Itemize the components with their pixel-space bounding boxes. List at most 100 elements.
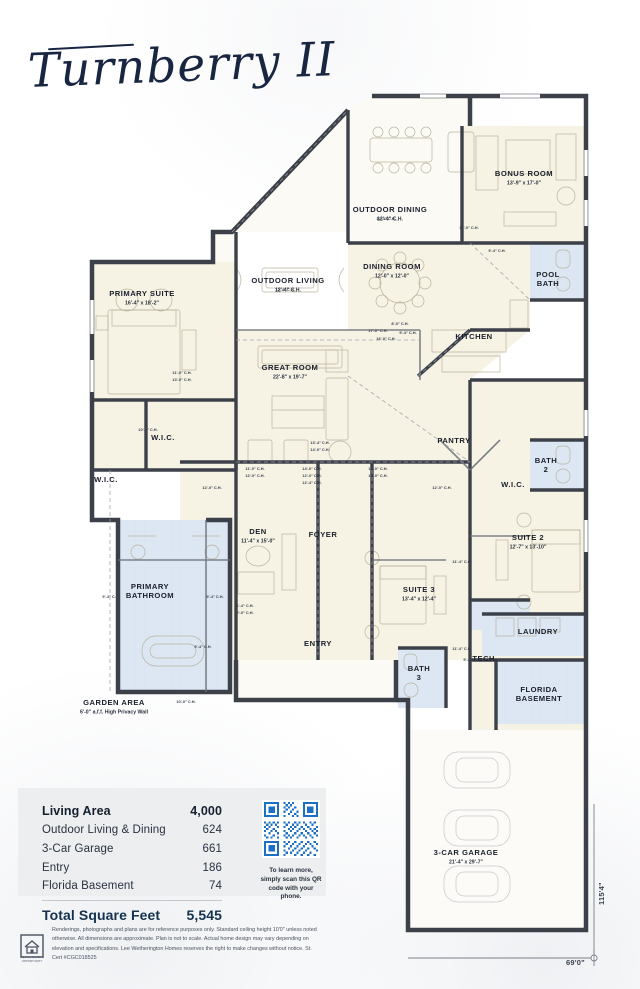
- ceiling-height-note: 10'-0" C.H.: [138, 427, 157, 432]
- room-name: 3-CAR GARAGE: [434, 848, 499, 857]
- room-name: PRIMARY: [131, 582, 169, 591]
- ceiling-height-note: 14'-0" C.H.: [310, 447, 329, 452]
- room-dimensions: 11'-4" x 15'-0": [241, 539, 275, 545]
- ceiling-height-note: 12'-4" C.H.: [302, 480, 321, 485]
- room-dimensions: 13'-4" x 12'-4": [402, 597, 436, 603]
- room-label: SUITE 313'-4" x 12'-4": [402, 585, 436, 603]
- room-name: FOYER: [309, 530, 338, 539]
- ceiling-height-note: 9'-4" C.H.: [194, 644, 211, 649]
- ceiling-height-note: 16'-0" C.H.: [376, 336, 395, 341]
- legend-value: 4,000: [190, 804, 222, 818]
- disclaimer-text: Renderings, photographs and plans are fo…: [52, 927, 317, 961]
- room-dimensions: 12'-7" x 13'-10": [510, 545, 547, 551]
- room-label: DINING ROOM 12'-0" x 12'-0": [363, 262, 421, 280]
- ceiling-height-note: 11'-4" C.H.: [452, 559, 471, 564]
- ceiling-height-note: 12'-4" C.H.: [275, 287, 294, 292]
- legend-value: 661: [202, 842, 222, 855]
- room-name: BATH: [408, 664, 431, 673]
- room-name: BATHROOM: [126, 591, 174, 600]
- room-name: FLORIDA: [520, 685, 557, 694]
- legend-row: Living Area 4,000: [42, 801, 222, 821]
- room-name: DEN: [249, 527, 267, 536]
- ceiling-height-note: 9'-4" C.H.: [102, 594, 119, 599]
- legend-label: Living Area: [42, 804, 111, 818]
- room-fills: [92, 96, 586, 930]
- room-label: OUTDOOR DINING 12'-4" C.H.: [353, 205, 428, 223]
- room-name: TECH.: [472, 654, 497, 663]
- room-label: SUITE 2 12'-7" x 13'-10": [510, 533, 547, 551]
- room-dimensions: 12'-0" x 12'-0": [375, 274, 409, 280]
- legend-value: 186: [202, 861, 222, 874]
- room-name: 2: [544, 465, 549, 474]
- furniture-layer: [95, 126, 581, 903]
- room-dimensions: 13'-9" x 17'-0": [507, 181, 541, 187]
- ceiling-height-note: 12'-4" C.H.: [376, 216, 395, 221]
- room-name: KITCHEN: [455, 332, 492, 341]
- ceiling-height-note: 12'-0" C.H.: [459, 225, 478, 230]
- room-label: PANTRY: [437, 436, 470, 445]
- overall-width-label: 69'0": [566, 958, 585, 967]
- ceiling-height-note: 13'-0" C.H.: [172, 377, 191, 382]
- ceiling-height-note: 11'-4" C.H.: [234, 603, 253, 608]
- room-dimensions: 12'-4" C.H.: [377, 217, 403, 223]
- qr-caption: To learn more, simply scan this QR code …: [260, 867, 322, 901]
- legend-value: 74: [209, 880, 222, 893]
- legend-total-row: Total Square Feet 5,545: [42, 904, 222, 927]
- room-name: PRIMARY SUITE: [109, 289, 175, 298]
- room-name: POOL: [536, 270, 560, 279]
- room-name: GREAT ROOM: [262, 363, 319, 372]
- ceiling-height-note: 17'-0" C.H.: [368, 328, 387, 333]
- room-name: OUTDOOR DINING: [353, 205, 428, 214]
- legend-label: Florida Basement: [42, 880, 134, 893]
- legend-divider: [42, 899, 222, 901]
- legend-label: 3-Car Garage: [42, 842, 114, 855]
- room-name: ENTRY: [304, 639, 332, 648]
- room-dimensions: 21'-4" x 29'-7": [449, 860, 483, 866]
- ceiling-height-note: 9'-4" C.H.: [206, 594, 223, 599]
- equal-housing-icon: [20, 934, 44, 958]
- eho-caption: EQUAL HOUSING OPPORTUNITY: [20, 955, 44, 963]
- room-name: DINING ROOM: [363, 262, 421, 271]
- room-dimensions: 22'-8" x 19'-7": [273, 375, 307, 381]
- room-label: W.I.C.: [501, 480, 524, 489]
- qr-block: To learn more, simply scan this QR code …: [260, 800, 322, 902]
- ceiling-height-notes: 12'-0" C.H. 9'-4" C.H. 12'-4" C.H. 12'-4" C…: [102, 216, 505, 704]
- ceiling-height-note: 14'-0" C.H.: [302, 466, 321, 471]
- ceiling-height-note: 12'-0" C.H.: [245, 473, 264, 478]
- ceiling-height-note: 11'-0" C.H.: [245, 466, 264, 471]
- room-name: OUTDOOR LIVING: [251, 276, 324, 285]
- room-name: SUITE 2: [512, 533, 544, 542]
- ceiling-height-note: 12'-0" C.H.: [234, 610, 253, 615]
- ceiling-height-note: 9'-4" C.H.: [463, 657, 480, 662]
- ceiling-height-note: 9'-4" C.H.: [399, 330, 416, 335]
- room-name: LAUNDRY: [518, 627, 558, 636]
- legend-total-value: 5,545: [186, 906, 222, 923]
- ceiling-height-note: 11'-4" C.H.: [452, 646, 471, 651]
- room-name: W.I.C.: [151, 433, 175, 442]
- room-label: GREAT ROOM 22'-8" x 19'-7": [262, 363, 319, 381]
- room-dimensions: 16'-4" x 18'-2": [125, 301, 159, 307]
- room-label: W.I.C.: [151, 433, 175, 442]
- room-dimensions: 12'-4" C.H.: [275, 288, 301, 294]
- room-label: FOYER: [309, 530, 338, 539]
- dimension-lines: [408, 804, 598, 966]
- ceiling-height-note: 10'-0" C.H.: [176, 699, 195, 704]
- room-label: OUTDOOR LIVING 12'-4" C.H.: [251, 276, 324, 294]
- room-name: BATH: [535, 456, 558, 465]
- legend-total-label: Total Square Feet: [42, 906, 161, 923]
- room-name: GARDEN AREA: [83, 698, 145, 707]
- room-name: PANTRY: [437, 436, 470, 445]
- qr-code[interactable]: [262, 800, 320, 858]
- room-name: BATH: [537, 279, 560, 288]
- ceiling-height-note: 12'-0" C.H.: [432, 485, 451, 490]
